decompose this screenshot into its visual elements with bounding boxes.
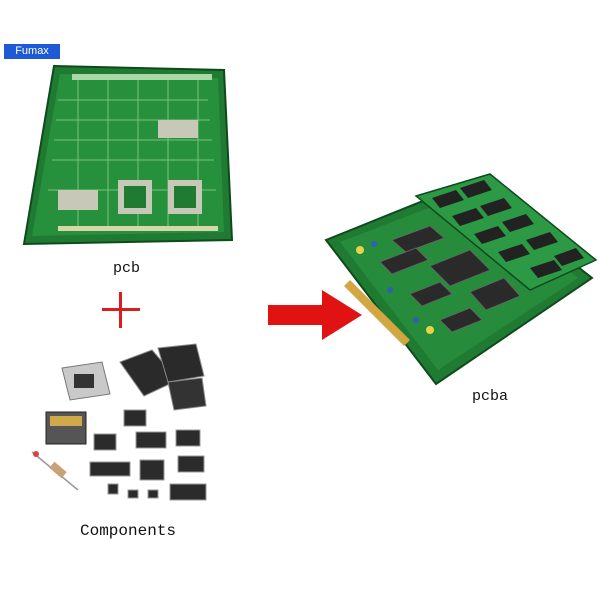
pcb-board-image xyxy=(18,60,240,250)
arrow-right-icon xyxy=(268,290,364,340)
components-label: Components xyxy=(80,522,177,540)
pcba-board-image xyxy=(320,170,600,390)
pcba-label: pcba xyxy=(472,388,509,405)
fumax-logo: Fumax xyxy=(4,44,60,59)
plus-icon xyxy=(98,290,144,330)
components-image xyxy=(28,340,228,520)
pcb-label: pcb xyxy=(113,260,141,277)
